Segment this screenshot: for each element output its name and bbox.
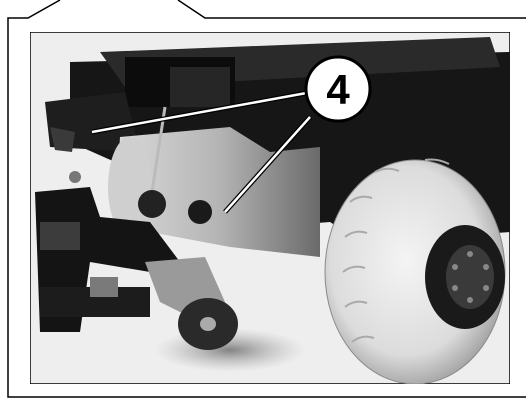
callout-number: 4 bbox=[326, 66, 350, 113]
tire-tread bbox=[342, 158, 450, 343]
leader-line-top bbox=[91, 89, 313, 135]
lever-joint-2 bbox=[188, 200, 212, 224]
leader-line-bottom bbox=[223, 115, 312, 214]
hub-bolts bbox=[452, 251, 489, 303]
frame-tab-right bbox=[177, 0, 526, 19]
hook-part bbox=[50, 127, 75, 152]
bolt bbox=[69, 171, 81, 183]
caster-hub bbox=[200, 317, 216, 331]
machine-photo: 4 bbox=[30, 32, 510, 384]
bolt-block bbox=[90, 277, 118, 297]
callout-circle: 4 bbox=[304, 55, 372, 123]
machine-block-2 bbox=[170, 67, 230, 107]
tire-hub bbox=[446, 245, 494, 309]
lever-joint bbox=[138, 190, 166, 218]
frame-outline bbox=[7, 0, 526, 398]
clamp-block bbox=[40, 222, 80, 250]
